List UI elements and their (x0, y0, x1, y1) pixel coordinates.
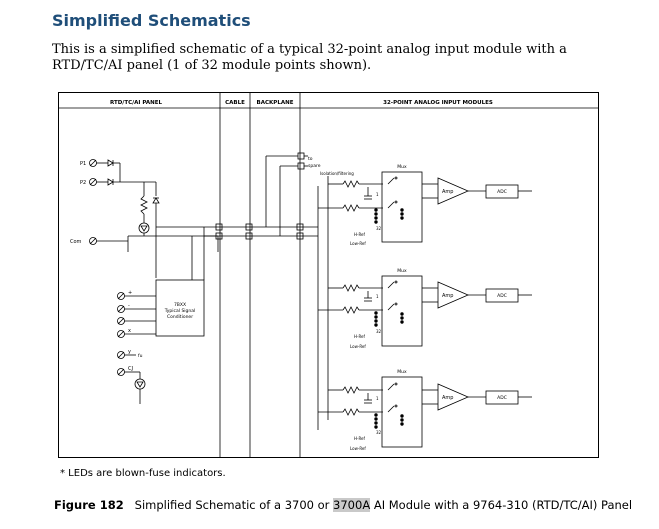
terminal-p1: P1 (80, 159, 121, 182)
svg-text:Amp: Amp (442, 293, 453, 299)
svg-text:Low-Ref: Low-Ref (350, 241, 366, 246)
svg-text:Mux: Mux (397, 369, 407, 375)
module-channel-1: Mux 1 32 H-Ref Low-Ref Amp ADC (318, 164, 532, 246)
intro-paragraph: This is a simplified schematic of a typi… (52, 42, 567, 73)
caption-text-pre: Simplified Schematic of a 3700 or (134, 498, 334, 512)
terminal-p2: P2 (80, 178, 156, 186)
svg-text:Low-Ref: Low-Ref (350, 344, 366, 349)
svg-text:Mux: Mux (397, 268, 407, 274)
svg-text:H-Ref: H-Ref (354, 436, 366, 441)
fuse-indicator-network (138, 182, 160, 278)
conditioner-line3: Conditioner (167, 314, 193, 320)
signal-conditioner-box (155, 279, 205, 337)
svg-text:Low-Ref: Low-Ref (350, 446, 366, 451)
svg-text:fu: fu (138, 353, 143, 359)
figure-number: Figure 182 (54, 498, 124, 512)
isolation-label: Isolation/filtering (320, 171, 354, 176)
svg-text:ADC: ADC (497, 293, 507, 299)
modules-section-label: 32-POINT ANALOG INPUT MODULES (383, 100, 493, 106)
svg-text:H-Ref: H-Ref (354, 334, 366, 339)
backplane-section-label: BACKPLANE (257, 100, 294, 106)
svg-text:1: 1 (376, 294, 379, 299)
svg-text:-: - (128, 303, 130, 309)
panel-section-label: RTD/TC/AI PANEL (110, 100, 162, 106)
svg-text:1: 1 (376, 192, 379, 197)
svg-text:Mux: Mux (397, 164, 407, 170)
figure-caption: Figure 182 Simplified Schematic of a 370… (54, 498, 632, 512)
svg-text:ADC: ADC (497, 189, 507, 195)
svg-text:Amp: Amp (442, 189, 453, 195)
svg-text:+: + (128, 290, 132, 296)
conditioner-terminals: + - x y fu CJ (117, 290, 156, 404)
svg-text:32: 32 (376, 226, 382, 231)
svg-text:x: x (128, 328, 131, 334)
module-channel-2: Mux 1 32 H-Ref Low-Ref Amp ADC (318, 268, 532, 349)
schematic-diagram: RTD/TC/AI PANEL CABLE BACKPLANE 32-POINT… (58, 92, 599, 458)
to-spare-line1: to (308, 156, 313, 162)
section-heading: Simplified Schematics (52, 11, 251, 30)
svg-text:ADC: ADC (497, 395, 507, 401)
svg-text:CJ: CJ (128, 366, 133, 372)
terminal-com: Com (70, 235, 218, 252)
svg-text:Amp: Amp (442, 395, 453, 401)
cable-section-label: CABLE (225, 100, 245, 106)
module-channel-3: Mux 1 32 H-Ref Low-Ref Amp ADC (318, 369, 532, 451)
svg-text:P2: P2 (80, 180, 86, 186)
footnote: * LEDs are blown-fuse indicators. (60, 468, 226, 479)
caption-text-post: AI Module with a 9764-310 (RTD/TC/AI) Pa… (370, 498, 633, 512)
svg-text:32: 32 (376, 329, 382, 334)
conditioner-line1: 7BXX (174, 302, 186, 308)
caption-highlight: 3700A (333, 498, 371, 512)
svg-text:32: 32 (376, 430, 382, 435)
to-spare-line2: spare (308, 163, 321, 169)
signal-bus (156, 152, 329, 430)
svg-text:H-Ref: H-Ref (354, 232, 366, 237)
svg-text:Com: Com (70, 239, 82, 245)
conditioner-line2: Typical Signal (164, 308, 196, 314)
svg-text:y: y (128, 349, 131, 355)
svg-text:1: 1 (376, 396, 379, 401)
svg-text:P1: P1 (80, 161, 86, 167)
